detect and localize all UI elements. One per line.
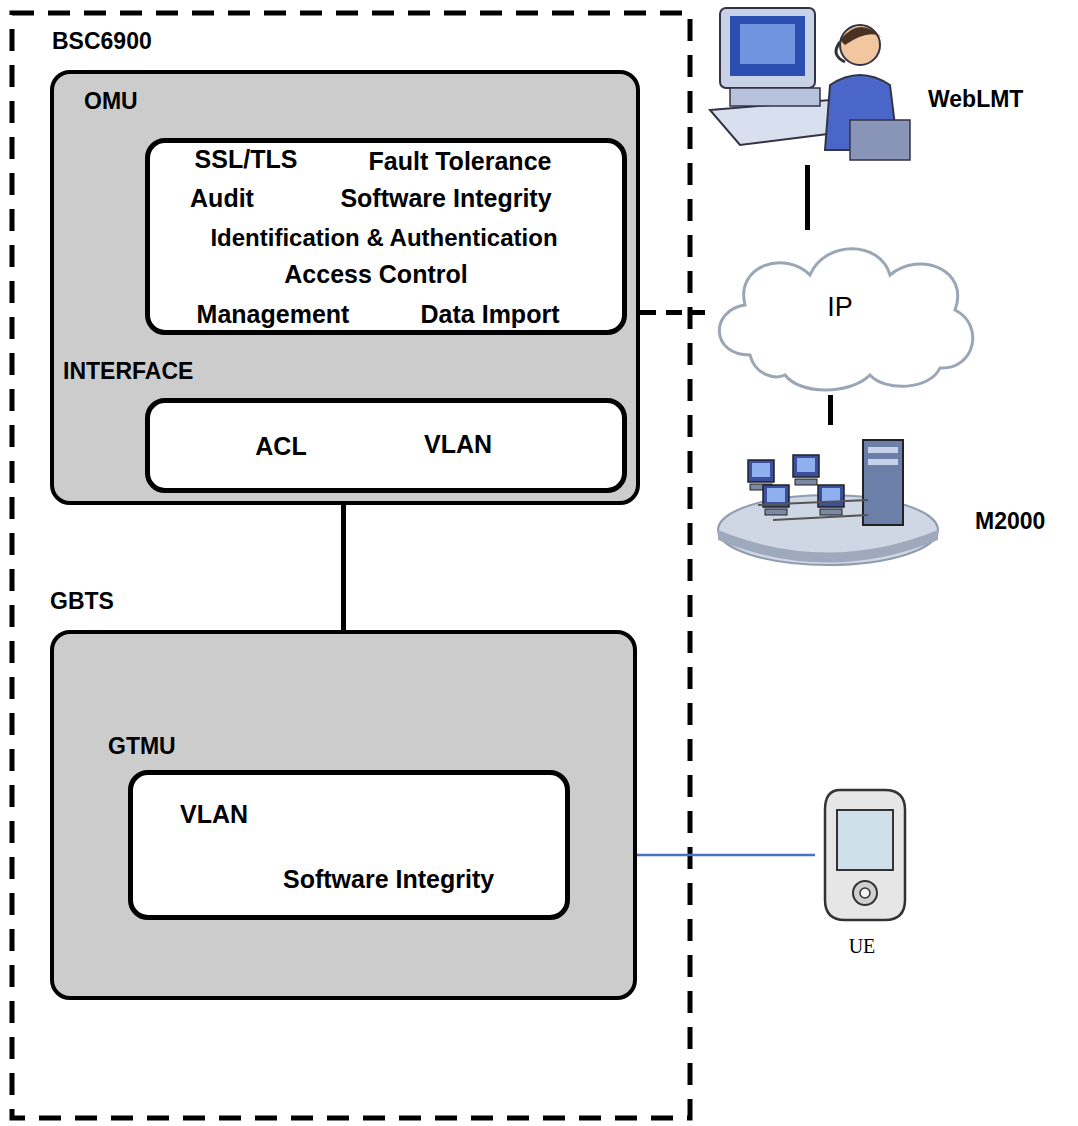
node-label: Access Control — [284, 260, 467, 289]
m2000-icon — [718, 425, 943, 570]
connector-line — [343, 505, 344, 630]
connector-line — [807, 165, 808, 230]
node-label: VLAN — [424, 430, 492, 459]
section-heading: BSC6900 — [52, 28, 152, 54]
node-label: IP — [827, 292, 853, 323]
section-heading: INTERFACE — [63, 358, 193, 384]
node-label: M2000 — [975, 508, 1045, 534]
base-station-box: GBTSGTMUVLANSoftware Integrity — [50, 630, 637, 1000]
node-label: Data Import — [421, 300, 560, 329]
interface-function-box: INTERFACEACLVLAN — [145, 398, 627, 493]
weblmt-icon — [700, 0, 910, 165]
omu-function-box: OMUSSL/TLSFault ToleranceAuditSoftware I… — [145, 138, 627, 335]
section-heading: GBTS — [50, 588, 114, 614]
node-label: Fault Tolerance — [369, 147, 552, 176]
node-label: Management — [197, 300, 350, 329]
connector-line — [830, 395, 831, 425]
m2000-server: M2000 — [718, 425, 943, 570]
section-heading: OMU — [84, 88, 138, 114]
ue-handset: UE — [815, 785, 915, 925]
weblmt-terminal: WebLMT — [700, 0, 910, 165]
node-label: UE — [849, 935, 876, 958]
node-label: Audit — [190, 184, 254, 213]
node-label: Identification & Authentication — [210, 224, 557, 252]
gtmu-function-box: GTMUVLANSoftware Integrity — [128, 770, 570, 920]
node-label: SSL/TLS — [195, 145, 298, 174]
node-label: WebLMT — [928, 86, 1023, 112]
node-label: VLAN — [180, 800, 248, 829]
connector-line — [640, 312, 705, 313]
section-heading: GTMU — [108, 733, 176, 759]
node-label: ACL — [255, 432, 306, 461]
phone-icon — [815, 785, 915, 925]
ip-cloud: IP — [705, 230, 980, 395]
node-label: Software Integrity — [340, 184, 551, 213]
network-element-box: BSC6900OMUSSL/TLSFault ToleranceAuditSof… — [50, 70, 640, 505]
node-label: Software Integrity — [283, 865, 494, 894]
connector-line — [637, 855, 815, 856]
